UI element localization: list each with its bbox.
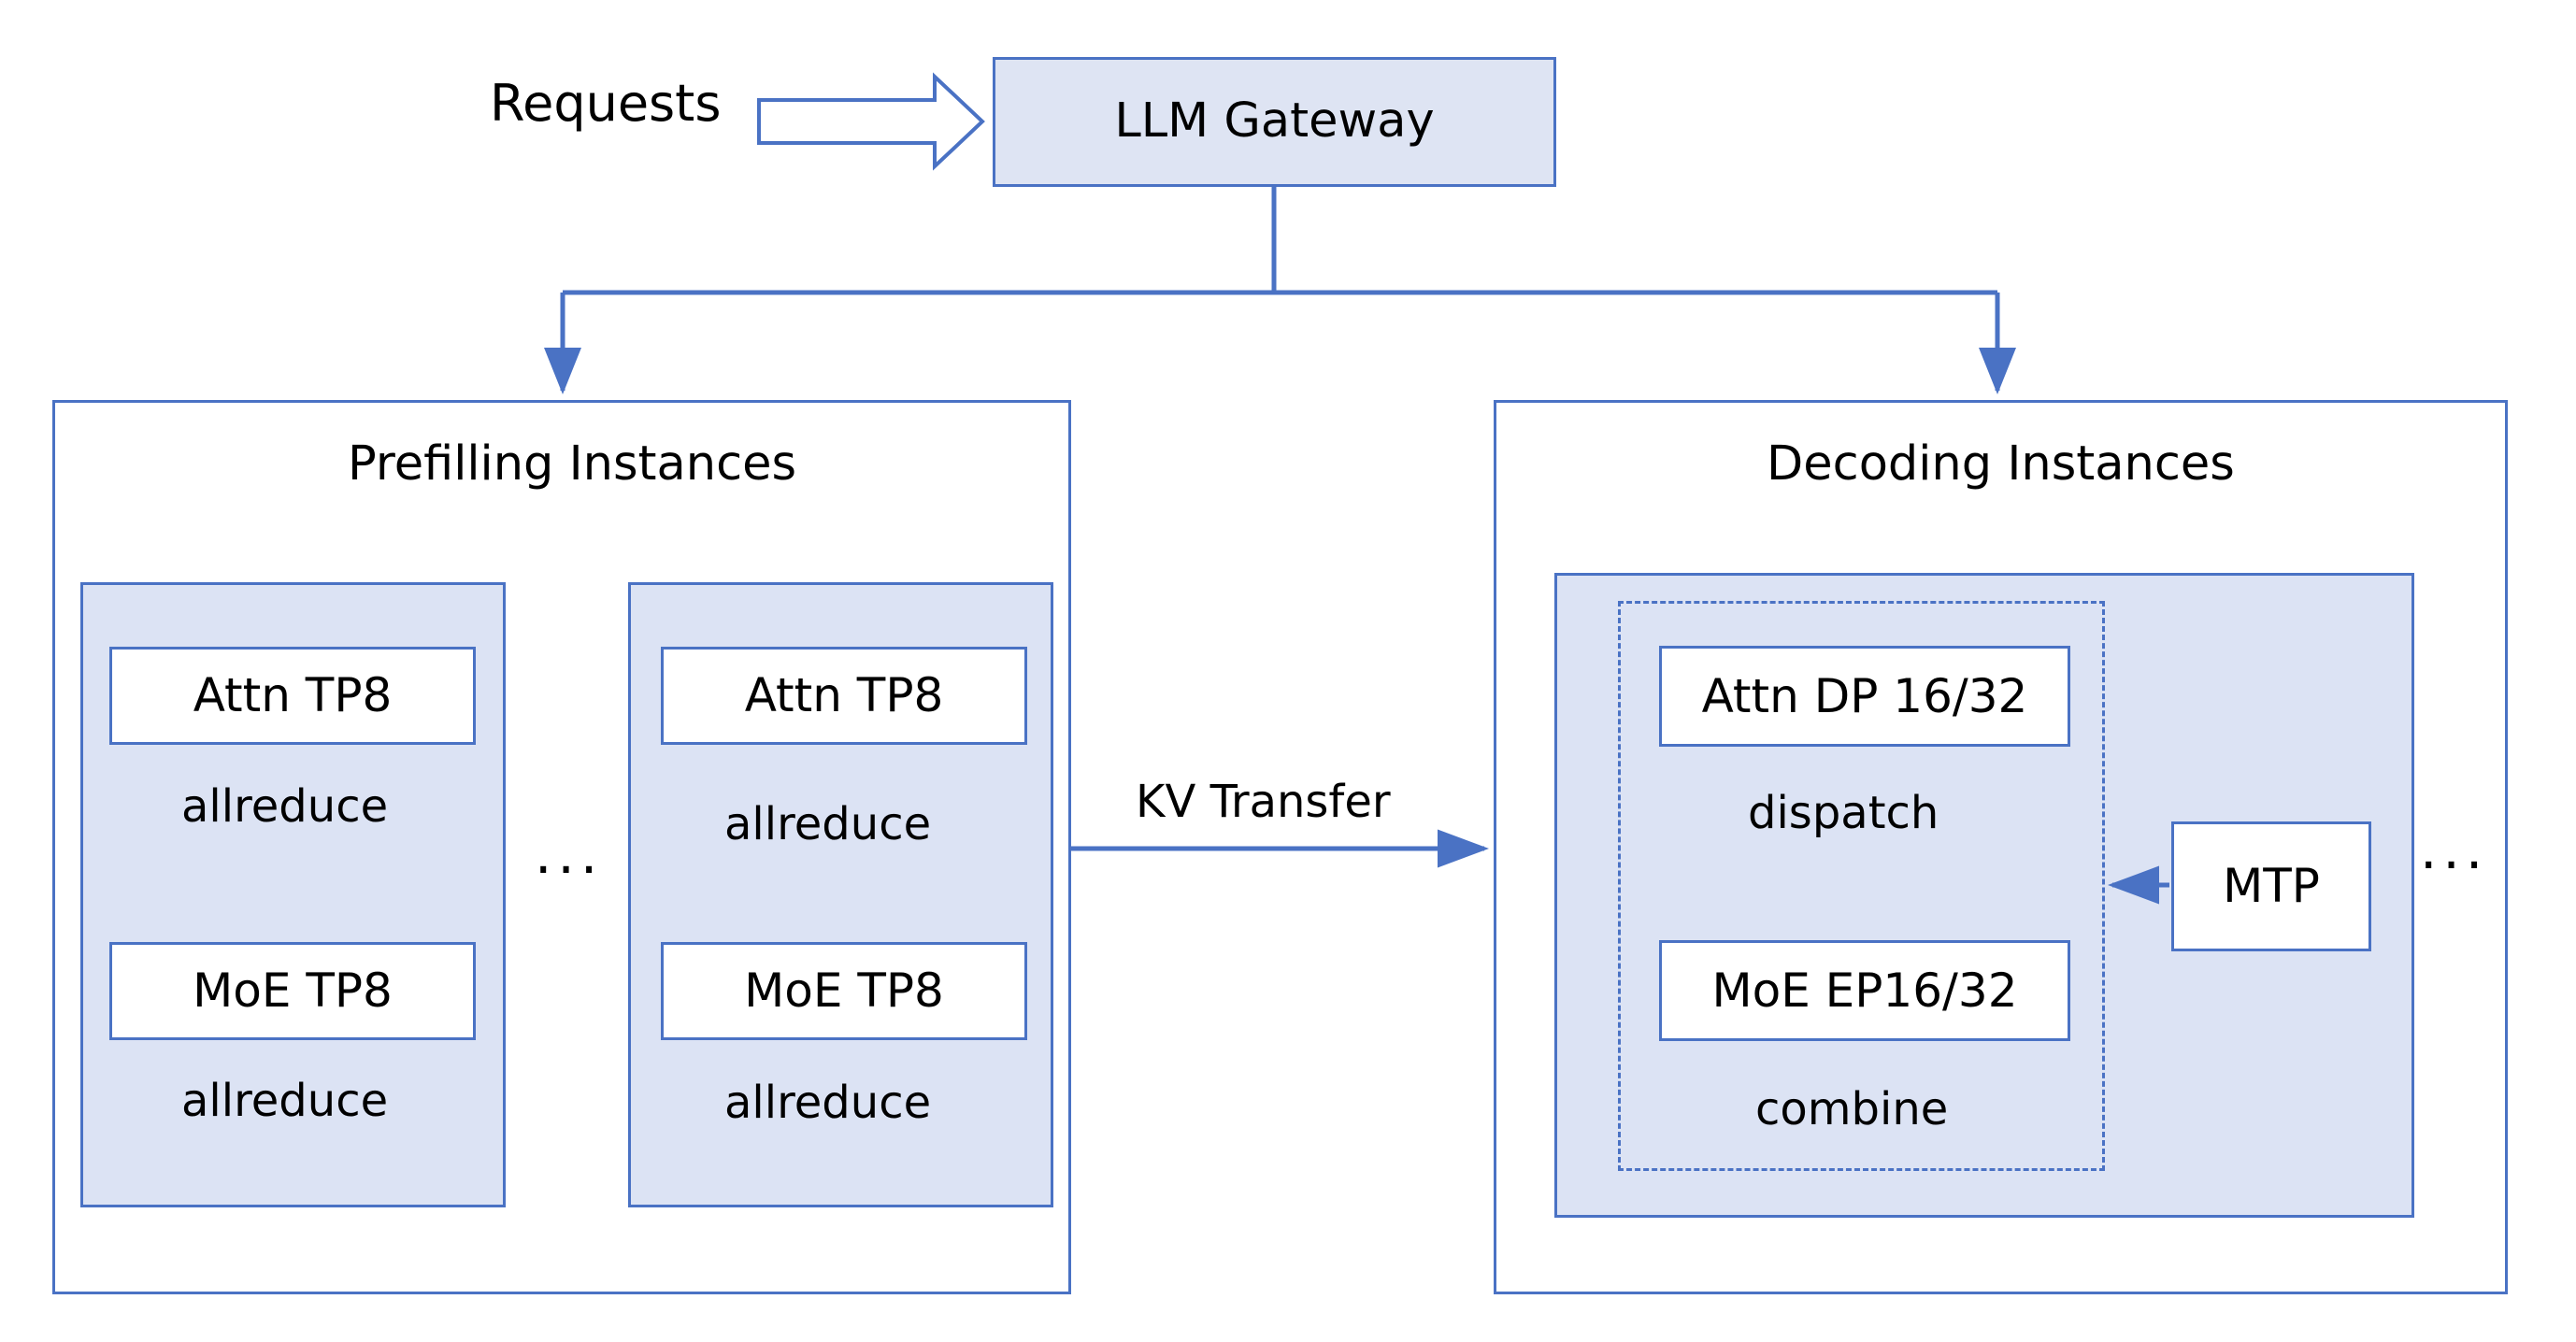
decoding-combine-label: combine (1755, 1083, 1949, 1135)
decoding-moe-label: MoE EP16/32 (1711, 963, 2018, 1018)
prefilling-instance-1-attn-comm-label: allreduce (181, 780, 389, 833)
prefilling-instances-ellipsis: ... (535, 822, 604, 886)
prefilling-instance-2-moe-label: MoE TP8 (744, 964, 944, 1018)
prefilling-instance-2-moe-comm-label: allreduce (724, 1077, 932, 1129)
decoding-instances-container (1494, 400, 2508, 1294)
gateway-split-connector (544, 187, 2016, 395)
mtp-label: MTP (2223, 859, 2320, 913)
prefilling-instances-title: Prefilling Instances (348, 436, 797, 492)
prefilling-instances-container (52, 400, 1071, 1294)
decoding-overlap-dashed-region (1618, 601, 2105, 1171)
decoding-instances-title: Decoding Instances (1767, 436, 2235, 492)
decoding-moe-box: MoE EP16/32 (1659, 940, 2070, 1041)
llm-gateway-label: LLM Gateway (1114, 93, 1435, 150)
requests-block-arrow-icon (757, 72, 985, 171)
decoding-attn-box: Attn DP 16/32 (1659, 646, 2070, 747)
requests-label: Requests (490, 74, 722, 133)
prefilling-instance-1-attn-label: Attn TP8 (193, 668, 393, 722)
prefilling-instance-1-moe-label: MoE TP8 (193, 964, 393, 1018)
decoding-dispatch-label: dispatch (1748, 787, 1939, 839)
kv-transfer-label: KV Transfer (1136, 776, 1391, 828)
prefilling-instance-1-attn-box: Attn TP8 (109, 647, 476, 745)
prefilling-instance-1-moe-box: MoE TP8 (109, 942, 476, 1040)
llm-gateway-box: LLM Gateway (993, 57, 1556, 187)
mtp-box: MTP (2171, 821, 2371, 951)
prefilling-instance-2-attn-comm-label: allreduce (724, 798, 932, 850)
prefilling-instance-1-moe-comm-label: allreduce (181, 1075, 389, 1127)
prefilling-instance-2-attn-box: Attn TP8 (661, 647, 1027, 745)
decoding-instances-ellipsis: ... (2420, 818, 2489, 881)
prefilling-instance-2-attn-label: Attn TP8 (744, 668, 944, 722)
decoding-attn-label: Attn DP 16/32 (1701, 668, 2028, 723)
prefilling-instance-2-moe-box: MoE TP8 (661, 942, 1027, 1040)
